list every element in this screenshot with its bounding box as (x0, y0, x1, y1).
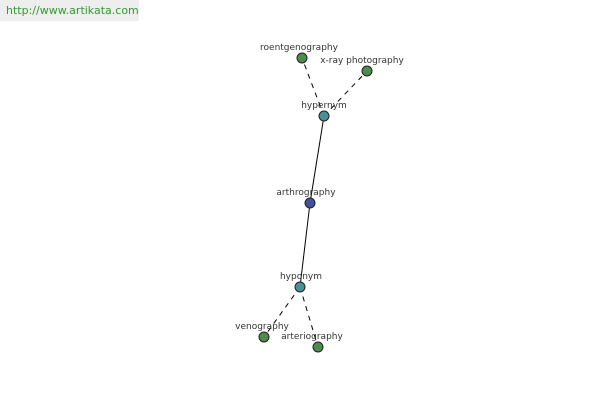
edge-hyponym-leaf-3 (299, 286, 319, 348)
node-hypernym[interactable] (318, 110, 330, 122)
label-leaf-2: venography (235, 322, 289, 332)
edge-center-hyponym (299, 202, 311, 288)
label-hyponym: hyponym (280, 272, 322, 282)
edge-center-hypernym (309, 115, 325, 204)
graph-nodes (258, 52, 373, 353)
graph-edges (263, 57, 368, 348)
edge-hyponym-leaf-2 (263, 286, 301, 338)
node-hyponym[interactable] (294, 281, 306, 293)
node-leaf-1[interactable] (361, 65, 373, 77)
label-leaf-1: x-ray photography (320, 56, 404, 66)
label-leaf-3: arteriography (281, 332, 343, 342)
node-center[interactable] (304, 197, 316, 209)
graph-labels: arthrography hypernym hyponym roentgenograp… (235, 43, 404, 342)
label-center: arthrography (276, 188, 336, 198)
label-leaf-0: roentgenography (260, 43, 339, 53)
site-url-link[interactable]: http://www.artikata.com (6, 4, 139, 17)
edge-hypernym-leaf-1 (323, 70, 368, 117)
edge-hypernym-leaf-0 (301, 57, 325, 117)
label-hypernym: hypernym (301, 101, 347, 111)
url-bar: http://www.artikata.com (0, 0, 139, 21)
node-leaf-2[interactable] (258, 331, 270, 343)
node-leaf-0[interactable] (296, 52, 308, 64)
node-leaf-3[interactable] (312, 341, 324, 353)
